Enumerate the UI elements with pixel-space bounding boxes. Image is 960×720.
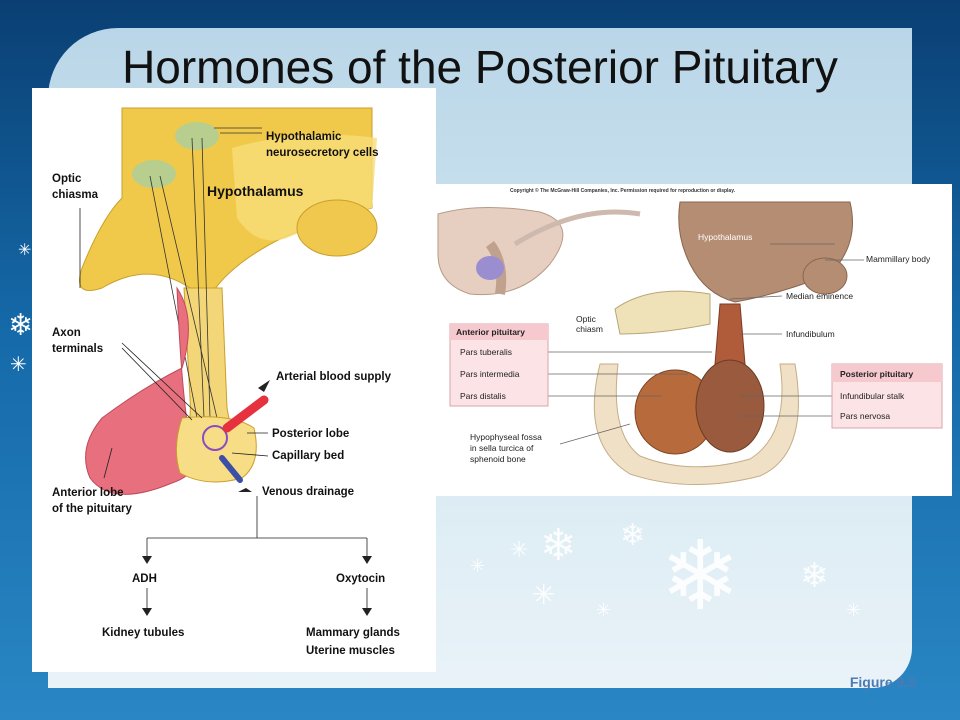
label-infundibulum: Infundibulum [786, 329, 835, 339]
snowflake-decoration: ❄ [540, 520, 577, 571]
pointer-lines [79, 208, 368, 610]
posterior-pituitary-svg: Hypothalamic neurosecretory cells Optic … [52, 107, 400, 657]
label-fossa-2: in sella turcica of [470, 443, 534, 453]
posterior-pituitary-box-header [832, 364, 942, 382]
inset-pointer-arrow [513, 209, 641, 247]
arterial-vessel [222, 395, 269, 433]
posterior-box-item: Infundibular stalk [840, 391, 905, 401]
label-venous-drainage: Venous drainage [262, 486, 354, 498]
flow-arrowheads [142, 380, 372, 616]
axon-lines [149, 127, 262, 419]
neurosecretory-cell-cluster [132, 160, 176, 188]
capillary-bed-shape [202, 425, 228, 451]
sphenoid-bone-shape [593, 363, 799, 485]
snowflake-decoration: ✳ [596, 600, 612, 621]
label-mammary-glands: Mammary glands [306, 627, 400, 639]
snowflake-decoration: ✳ [846, 600, 862, 621]
pituitary-inset-highlight [476, 256, 504, 280]
label-oxytocin: Oxytocin [336, 573, 385, 585]
label-hypothalamic-cells-1: Hypothalamic [266, 131, 342, 143]
posterior-pituitary-diagram: Hypothalamic neurosecretory cells Optic … [32, 88, 436, 672]
optic-chiasm-shape [614, 290, 711, 335]
label-mammillary-body: Mammillary body [866, 254, 931, 264]
mammillary-body-shape [296, 199, 378, 257]
label-optic-chiasma-1: Optic [52, 173, 82, 185]
label-capillary-bed: Capillary bed [272, 450, 344, 462]
pointer-lines [548, 243, 864, 445]
pituitary-anatomy-svg: Copyright © The McGraw-Hill Companies, I… [437, 187, 943, 485]
label-median-eminence: Median eminence [786, 291, 853, 301]
anterior-box-item: Pars distalis [460, 391, 506, 401]
posterior-box-item: Pars nervosa [840, 411, 890, 421]
label-axon-terminals-1: Axon [52, 327, 81, 339]
slide-title: Hormones of the Posterior Pituitary [122, 41, 838, 93]
snowflake-decoration: ❄ [8, 308, 34, 343]
label-optic-chiasm-2: chiasm [576, 324, 603, 334]
label-hypothalamic-cells-2: neurosecretory cells [266, 147, 379, 159]
label-optic-chiasm-1: Optic [576, 314, 597, 324]
label-optic-chiasma-2: chiasma [52, 189, 99, 201]
copyright-notice: Copyright © The McGraw-Hill Companies, I… [510, 187, 736, 194]
anterior-box-item: Pars intermedia [460, 369, 520, 379]
anterior-pituitary-box-header [450, 324, 548, 340]
pituitary-anatomy-diagram: Copyright © The McGraw-Hill Companies, I… [430, 184, 952, 496]
anterior-box-header: Anterior pituitary [456, 327, 525, 337]
anterior-box-item: Pars tuberalis [460, 347, 512, 357]
label-kidney-tubules: Kidney tubules [102, 627, 184, 639]
label-fossa-3: sphenoid bone [470, 454, 526, 464]
brain-inset [437, 206, 564, 296]
label-arterial-blood-supply: Arterial blood supply [276, 371, 392, 383]
snowflake-decoration: ✳ [470, 556, 486, 577]
label-anterior-lobe-1: Anterior lobe [52, 487, 124, 499]
snowflake-decoration: ❄ [660, 520, 741, 632]
posterior-pituitary-shape [695, 359, 765, 453]
figure-label: Figure 9.5 [849, 674, 916, 690]
snowflake-decoration: ✳ [532, 578, 556, 611]
snowflake-decoration: ❄ [620, 518, 646, 553]
posterior-box-header: Posterior pituitary [840, 369, 913, 379]
label-hypothalamus: Hypothalamus [207, 183, 304, 199]
label-anterior-lobe-2: of the pituitary [52, 503, 132, 515]
label-hypothalamus: Hypothalamus [698, 232, 752, 242]
label-axon-terminals-2: terminals [52, 343, 103, 355]
snowflake-decoration: ❄ [800, 556, 829, 596]
label-fossa-1: Hypophyseal fossa [470, 432, 542, 442]
label-posterior-lobe: Posterior lobe [272, 428, 349, 440]
snowflake-decoration: ✳ [10, 352, 27, 376]
label-uterine-muscles: Uterine muscles [306, 645, 395, 657]
venous-vessel [219, 455, 243, 483]
label-adh: ADH [132, 573, 157, 585]
neurosecretory-cell-cluster [175, 122, 219, 150]
snowflake-decoration: ✳ [510, 538, 529, 563]
snowflake-decoration: ✳ [18, 240, 32, 259]
mammillary-body-shape [802, 257, 848, 295]
